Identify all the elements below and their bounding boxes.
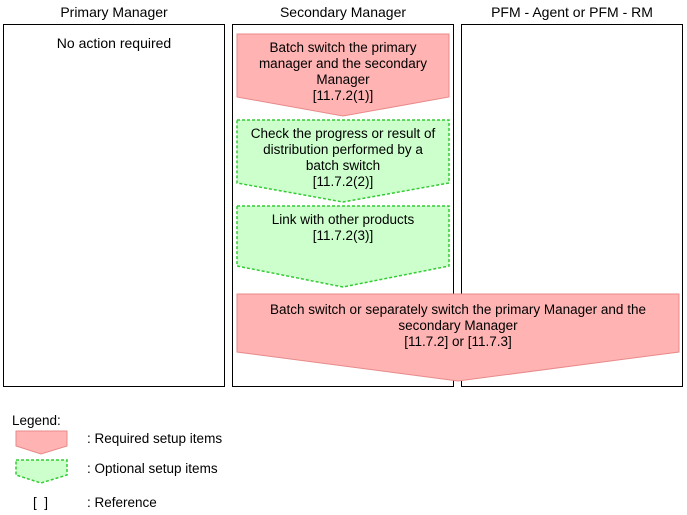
lane-header-primary: Primary Manager [60,4,168,20]
lane-header-agent: PFM - Agent or PFM - RM [491,4,653,20]
primary-note: No action required [56,35,172,51]
step3-text-line: [11.7.2(3)] [312,228,374,243]
step2-shape [236,119,450,203]
step2-text-line: distribution performed by a [263,142,423,157]
step4-text-line: Batch switch or separately switch the pr… [270,302,646,317]
step1-text-line: Batch switch the primary [269,40,417,55]
step1-text-line: [11.7.2(1)] [312,88,374,103]
legend-required-shape [15,430,68,455]
legend-title: Legend: [12,413,61,428]
step2-text-line: Check the progress or result of [250,126,436,141]
step4-text: Batch switch or separately switch the pr… [237,302,679,350]
lane-agent [461,24,683,387]
legend-reference-label: : Reference [87,495,157,510]
lane-primary [3,24,225,387]
step1-text-line: manager and the secondary [258,56,428,71]
legend-optional-label: : Optional setup items [87,461,218,476]
step2-text-line: batch switch [305,158,381,173]
step1-text-line: Manager [316,72,370,87]
step4-text-line: secondary Manager [398,318,518,333]
lane-header-secondary: Secondary Manager [279,4,407,20]
lane-secondary [232,24,454,387]
step1-shape [236,33,450,117]
step3-text-line: Link with other products [271,212,415,227]
step3-shape [236,205,450,288]
legend-optional-shape [15,459,68,484]
legend-reference-symbol: [ ] [33,495,49,510]
step4-shape [236,293,680,382]
step3-text: Link with other products[11.7.2(3)] [237,212,449,244]
step2-text-line: [11.7.2(2)] [312,174,374,189]
step4-text-line: [11.7.2] or [11.7.3] [404,334,512,349]
legend-required-label: : Required setup items [87,431,223,446]
